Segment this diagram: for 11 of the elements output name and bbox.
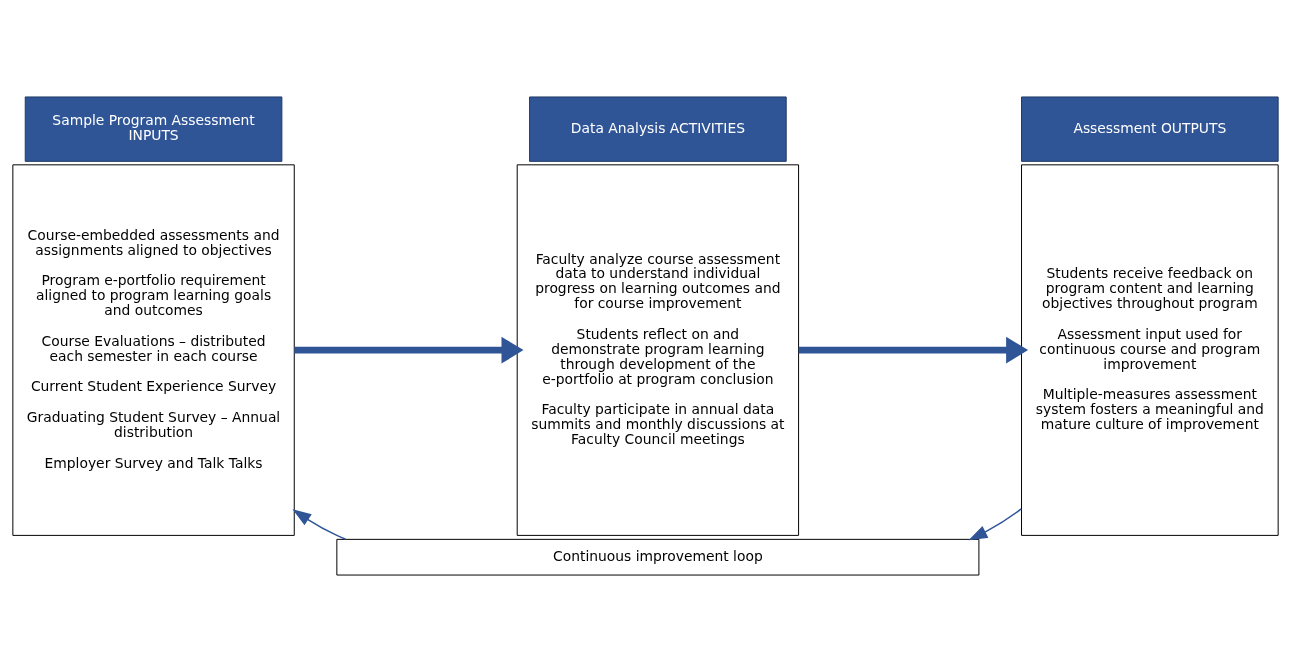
arrow [968,508,1023,541]
arrow [292,509,347,540]
arrow [798,336,1029,364]
node-box: Data Analysis ACTIVITIES [529,96,787,162]
node-box: Assessment OUTPUTS [1021,96,1279,162]
node-box: Faculty analyze course assessment data to understand individual progress on learning outcomes and for course improvement Students reflect on and demonstrate program learning through development of the e-portfolio at program conclusion Faculty participate in annual data summits and monthly discussions at Faculty Council meetings [516,164,800,536]
node-box: Continuous improvement loop [336,538,980,576]
arrow [294,336,524,364]
node-box: Students receive feedback on program content and learning objectives throughout program Assessment input used for continuous course and program improvement Multiple-measures assessment system fosters a meaningful and mature culture of improvement [1021,164,1279,536]
node-box: Sample Program Assessment INPUTS [24,96,283,162]
node-box: Course-embedded assessments and assignments aligned to objectives Program e-portfolio requirement aligned to program learning goals and outcomes Course Evaluations – distributed each semester in each course Current Student Experience Survey Graduating Student Survey – Annual distribution Employer Survey and Talk Talks [12,164,295,536]
